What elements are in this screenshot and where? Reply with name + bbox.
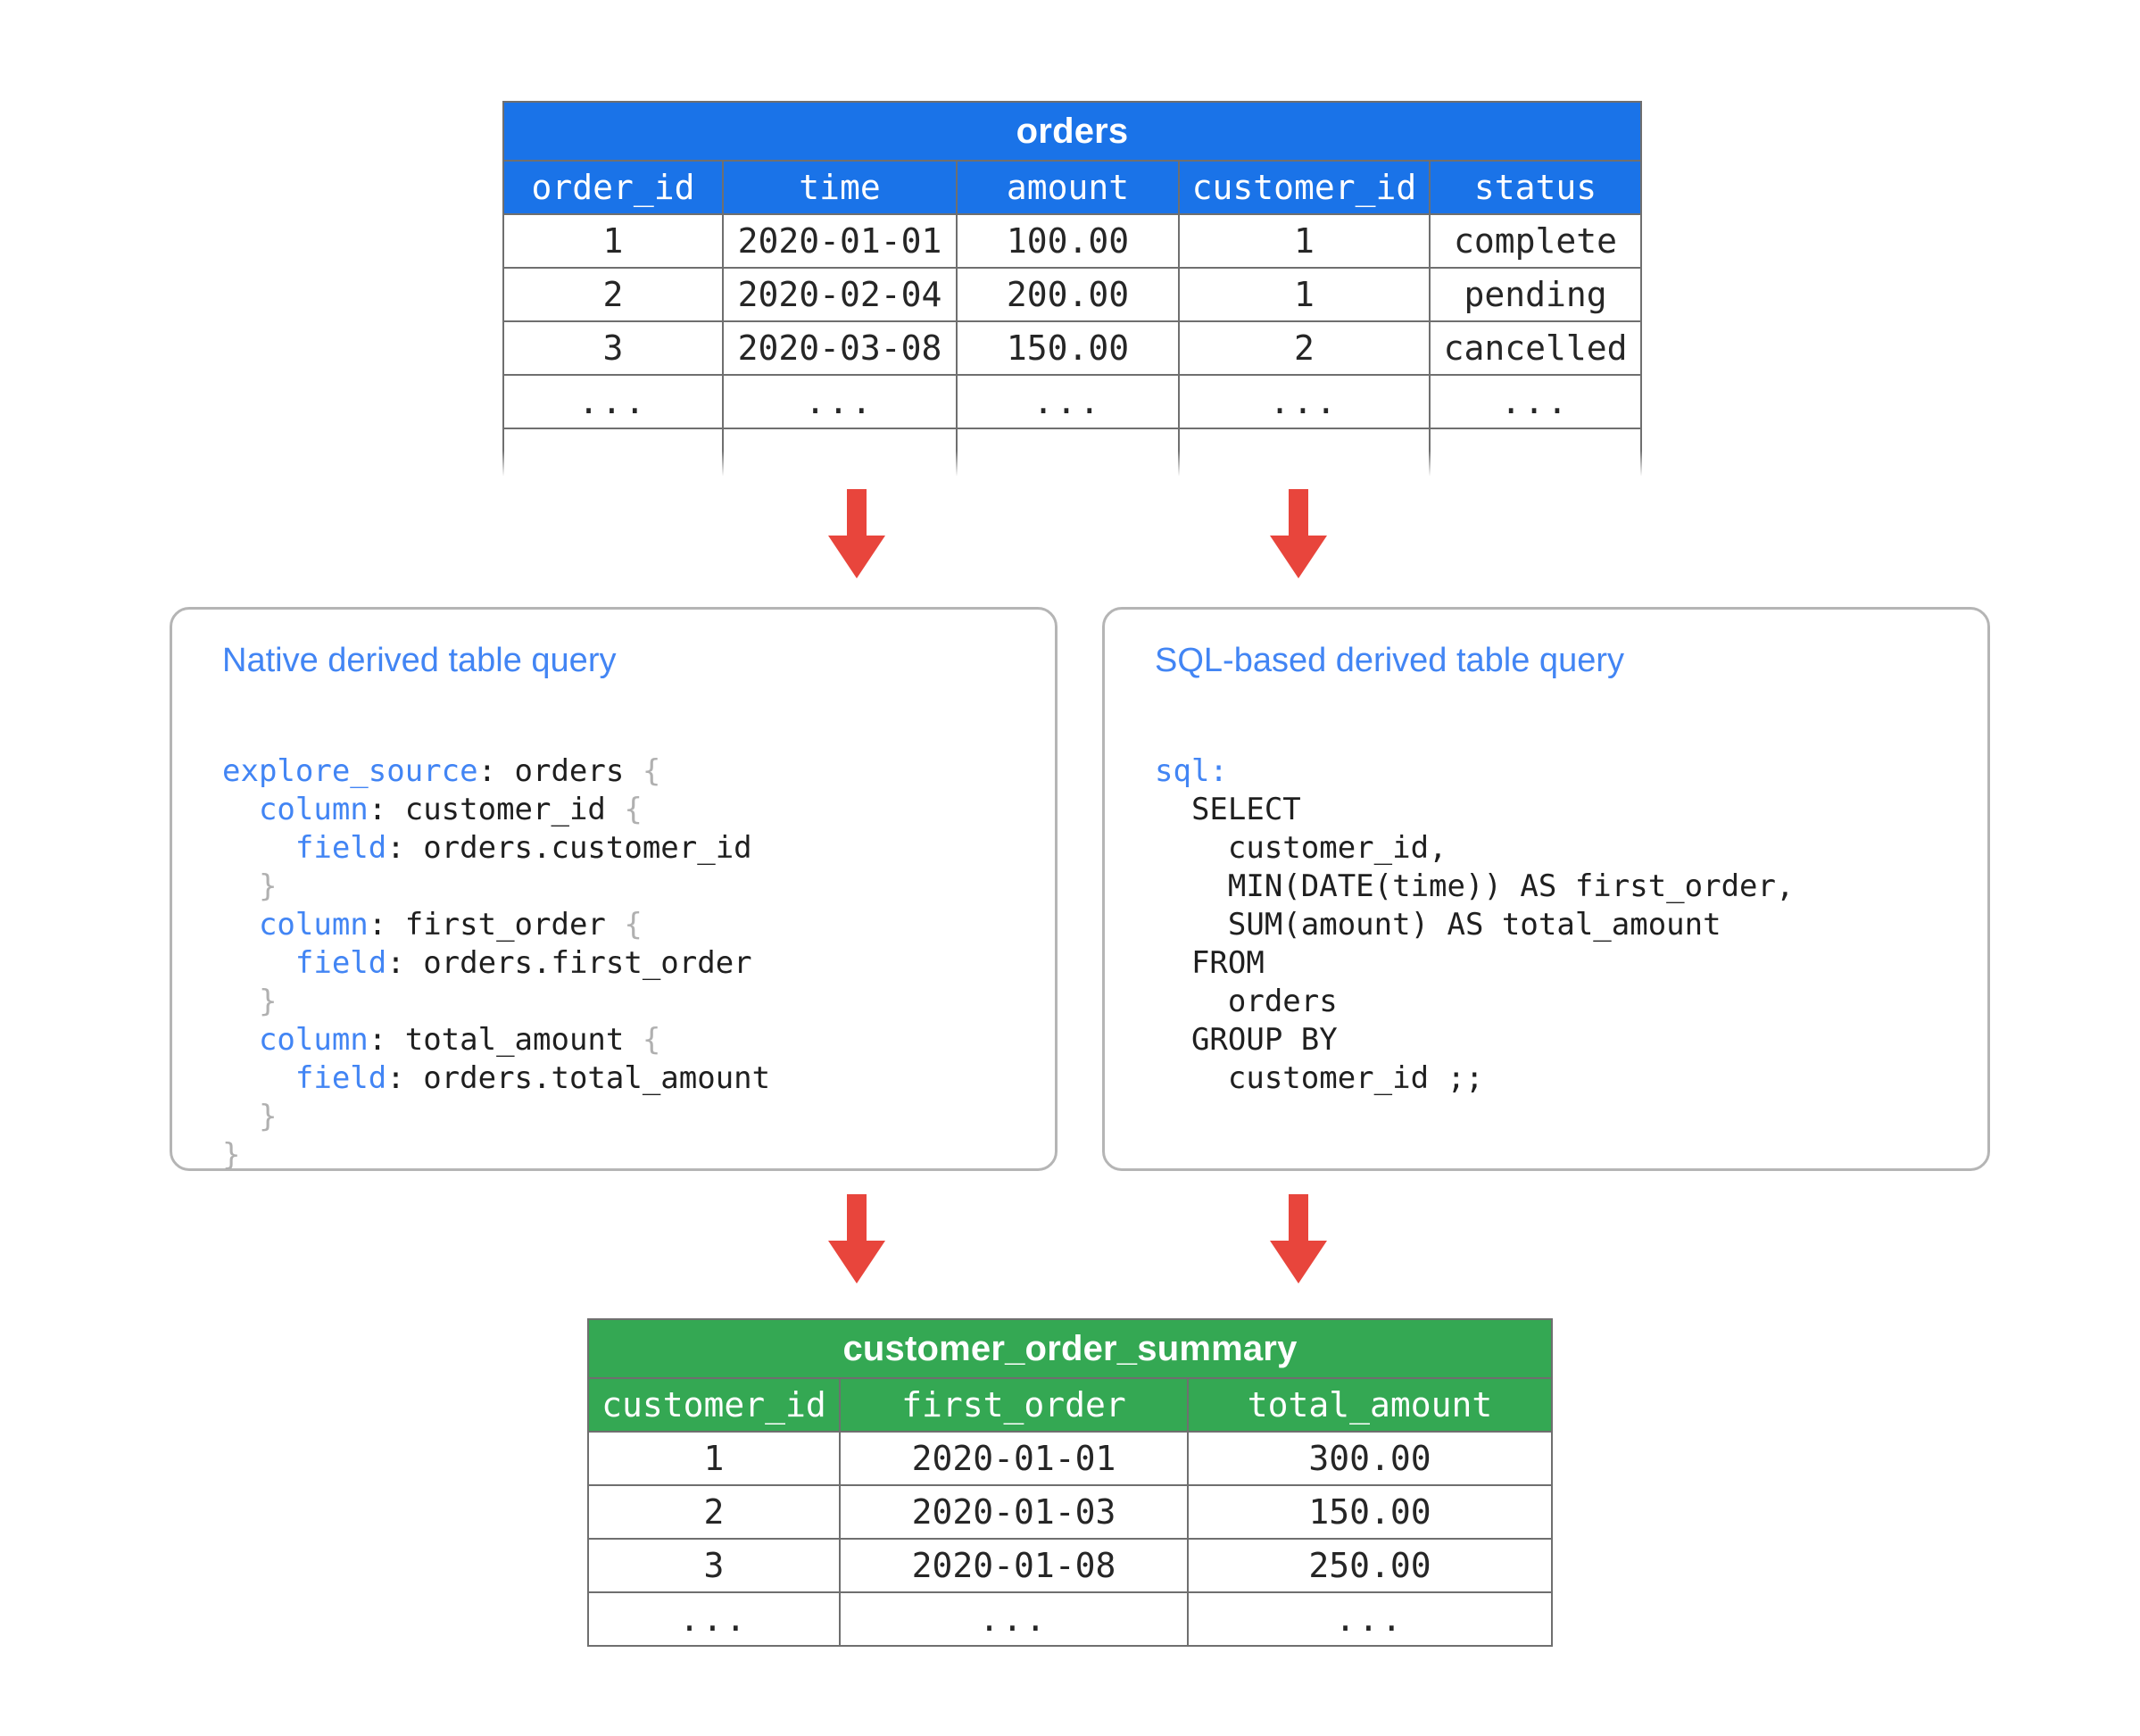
orders-column-header-time: time <box>722 160 958 215</box>
customer-order-summary-table: customer_order_summary customer_id first… <box>587 1318 1553 1647</box>
orders-table: orders order_id time amount customer_id … <box>502 101 1643 476</box>
summary-table-body: customer_order_summary customer_id first… <box>587 1318 1553 1647</box>
arrow-shaft <box>847 1194 867 1246</box>
orders-table-title-row: orders <box>502 101 1643 162</box>
summary-column-header-total-amount: total_amount <box>1187 1377 1553 1433</box>
table-row: 2 2020-01-03 150.00 <box>587 1484 1553 1540</box>
table-row-ellipsis: ... ... ... ... ... <box>502 374 1643 429</box>
arrow-shaft <box>1289 1194 1308 1246</box>
orders-table-body: orders order_id time amount customer_id … <box>502 101 1643 476</box>
table-row: 1 2020-01-01 300.00 <box>587 1431 1553 1486</box>
orders-cell: 1 <box>502 213 724 269</box>
orders-cell: 100.00 <box>956 213 1180 269</box>
orders-column-header-status: status <box>1428 160 1643 215</box>
summary-column-header-customer-id: customer_id <box>587 1377 841 1433</box>
orders-cell: 1 <box>1178 267 1431 322</box>
summary-cell: 2020-01-08 <box>839 1538 1189 1593</box>
orders-column-header-customer-id: customer_id <box>1178 160 1431 215</box>
orders-column-header-amount: amount <box>956 160 1180 215</box>
summary-cell-ellipsis: ... <box>1187 1591 1553 1647</box>
orders-cell: complete <box>1428 213 1643 269</box>
orders-cell: 2020-03-08 <box>722 320 958 376</box>
summary-cell: 1 <box>587 1431 841 1486</box>
summary-cell: 300.00 <box>1187 1431 1553 1486</box>
summary-cell: 150.00 <box>1187 1484 1553 1540</box>
arrow-shaft <box>847 489 867 541</box>
arrow-native-panel-to-summary <box>828 1194 885 1283</box>
summary-cell: 2 <box>587 1484 841 1540</box>
sql-panel-code: sql: SELECT customer_id, MIN(DATE(time))… <box>1155 753 1795 1096</box>
orders-table-title: orders <box>502 101 1643 162</box>
orders-cell-ellipsis: ... <box>502 374 724 429</box>
orders-cell-ellipsis: ... <box>956 374 1180 429</box>
orders-cell-clipped <box>1178 428 1431 476</box>
summary-cell: 3 <box>587 1538 841 1593</box>
table-row: 1 2020-01-01 100.00 1 complete <box>502 213 1643 269</box>
arrow-head <box>1270 1241 1327 1283</box>
arrow-orders-to-native-panel <box>828 489 885 578</box>
sql-panel-title: SQL-based derived table query <box>1155 642 1624 679</box>
arrow-shaft <box>1289 489 1308 541</box>
arrow-head <box>828 1241 885 1283</box>
orders-cell: 2020-01-01 <box>722 213 958 269</box>
table-row-clipped <box>502 428 1643 476</box>
orders-cell: 2 <box>1178 320 1431 376</box>
orders-cell-clipped <box>502 428 724 476</box>
orders-cell: 200.00 <box>956 267 1180 322</box>
table-row-ellipsis: ... ... ... <box>587 1591 1553 1647</box>
table-row: 3 2020-01-08 250.00 <box>587 1538 1553 1593</box>
orders-cell-ellipsis: ... <box>722 374 958 429</box>
orders-cell-clipped <box>1428 428 1643 476</box>
orders-cell: 2020-02-04 <box>722 267 958 322</box>
arrow-head <box>1270 536 1327 578</box>
orders-cell: cancelled <box>1428 320 1643 376</box>
table-row: 2 2020-02-04 200.00 1 pending <box>502 267 1643 322</box>
orders-cell-clipped <box>956 428 1180 476</box>
summary-table-title-row: customer_order_summary <box>587 1318 1553 1379</box>
orders-cell: 1 <box>1178 213 1431 269</box>
orders-column-header-order-id: order_id <box>502 160 724 215</box>
native-derived-table-panel: Native derived table query explore_sourc… <box>170 607 1058 1173</box>
summary-cell: 2020-01-01 <box>839 1431 1189 1486</box>
summary-column-header-first-order: first_order <box>839 1377 1189 1433</box>
table-row: 3 2020-03-08 150.00 2 cancelled <box>502 320 1643 376</box>
summary-cell-ellipsis: ... <box>587 1591 841 1647</box>
orders-cell: 2 <box>502 267 724 322</box>
summary-table-title: customer_order_summary <box>587 1318 1553 1379</box>
native-panel-title: Native derived table query <box>222 642 617 679</box>
orders-cell-clipped <box>722 428 958 476</box>
summary-cell: 250.00 <box>1187 1538 1553 1593</box>
summary-cell: 2020-01-03 <box>839 1484 1189 1540</box>
sql-derived-table-panel: SQL-based derived table query sql: SELEC… <box>1102 607 1990 1171</box>
summary-table-header-row: customer_id first_order total_amount <box>587 1377 1553 1433</box>
orders-cell: pending <box>1428 267 1643 322</box>
summary-cell-ellipsis: ... <box>839 1591 1189 1647</box>
orders-cell: 150.00 <box>956 320 1180 376</box>
arrow-orders-to-sql-panel <box>1270 489 1327 578</box>
arrow-sql-panel-to-summary <box>1270 1194 1327 1283</box>
arrow-head <box>828 536 885 578</box>
orders-cell-ellipsis: ... <box>1428 374 1643 429</box>
native-panel-code: explore_source: orders { column: custome… <box>222 753 771 1173</box>
orders-cell-ellipsis: ... <box>1178 374 1431 429</box>
orders-table-header-row: order_id time amount customer_id status <box>502 160 1643 215</box>
orders-cell: 3 <box>502 320 724 376</box>
